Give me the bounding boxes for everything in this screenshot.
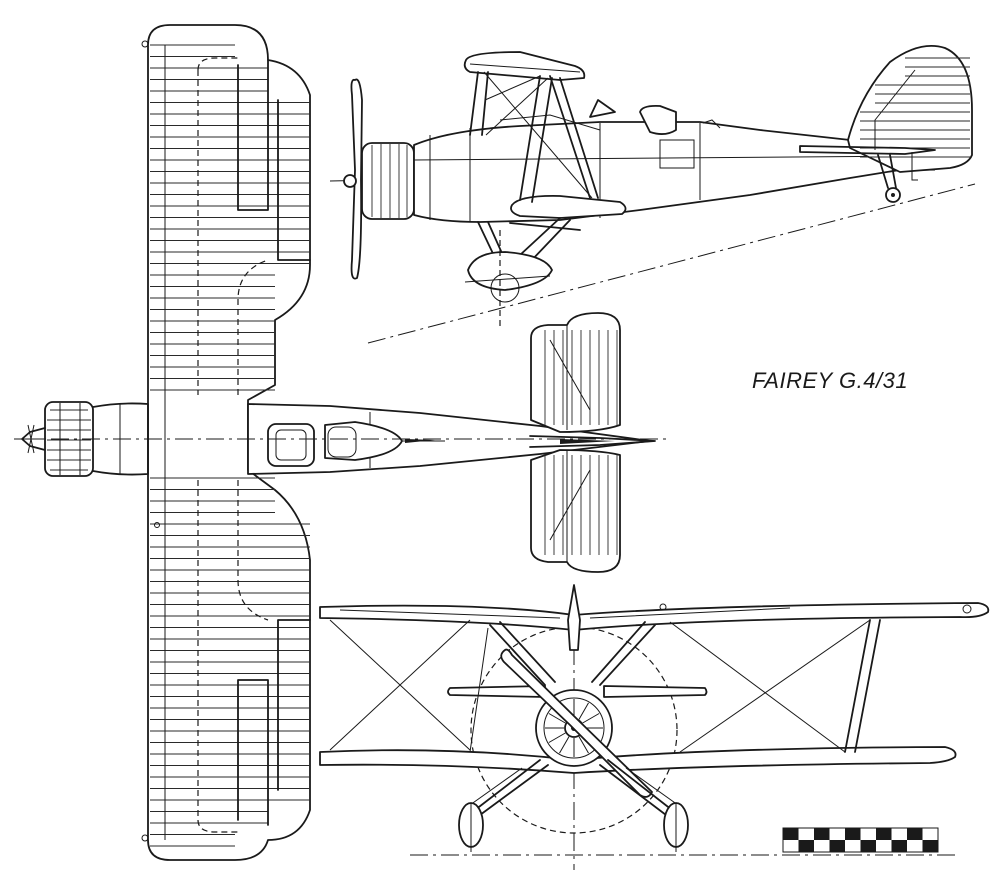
drawing-title: FAIREY G.4/31 [752, 368, 909, 393]
scale-bar-cell [845, 828, 861, 840]
plan-tailplane-lower [530, 449, 621, 573]
plan-wing-ribs-upper [150, 44, 310, 391]
plan-view [14, 24, 670, 861]
side-lower-wing [510, 195, 627, 219]
scale-bar-cell [907, 828, 923, 840]
scale-bar-cell [814, 828, 830, 840]
scale-bar-cell [798, 840, 814, 852]
front-tailplane [447, 685, 708, 698]
plan-lower-wing-tip-bottom [197, 819, 238, 833]
side-elevation [329, 44, 976, 344]
front-undercarriage [469, 759, 679, 816]
side-ground-line [367, 183, 976, 344]
scale-bar-cell [891, 840, 907, 852]
scale-bar-cell [860, 840, 876, 852]
side-wheel-spat [467, 251, 553, 291]
side-fin-rudder [847, 44, 973, 173]
scale-bar-cell [922, 840, 938, 852]
side-interplane-struts [469, 71, 601, 203]
side-cowling-ribs [371, 144, 408, 218]
side-rear-cockpit [639, 104, 677, 135]
side-propeller [350, 78, 363, 280]
plan-tailplane-upper [530, 312, 621, 433]
scale-bar-cell [876, 828, 892, 840]
front-elevation [319, 584, 990, 870]
plan-aileron-top [237, 59, 269, 211]
plan-aileron-top-outer [277, 99, 311, 261]
plan-tailplane-ribs [544, 330, 618, 555]
side-tailplane [799, 145, 936, 155]
plan-lower-wing-dash-bottom [197, 480, 269, 820]
plan-wing-ribs-lower [150, 477, 310, 847]
plan-front-cockpit [324, 421, 403, 461]
side-tailwheel-leg [877, 154, 897, 189]
side-upper-wing [463, 51, 586, 81]
side-engine-cowling [361, 142, 415, 220]
front-lower-wing [319, 746, 957, 774]
side-rudder-ribs [860, 57, 970, 158]
front-fin [567, 584, 581, 651]
scale-bar-cell [829, 840, 845, 852]
plan-cowling-ribs [47, 403, 91, 475]
plan-aileron-bottom-outer [277, 619, 311, 791]
plan-fin [529, 435, 656, 448]
scale-bar-cell [783, 828, 799, 840]
front-propeller [500, 648, 653, 798]
front-interplane-struts [329, 619, 881, 753]
side-windscreen [589, 99, 616, 118]
plan-lower-wing-dash-top [197, 70, 269, 395]
plan-aileron-bottom [237, 679, 269, 826]
plan-lower-wing-tip-top [197, 57, 238, 71]
scale-bar [782, 827, 939, 853]
plan-rear-cockpit [267, 423, 315, 467]
